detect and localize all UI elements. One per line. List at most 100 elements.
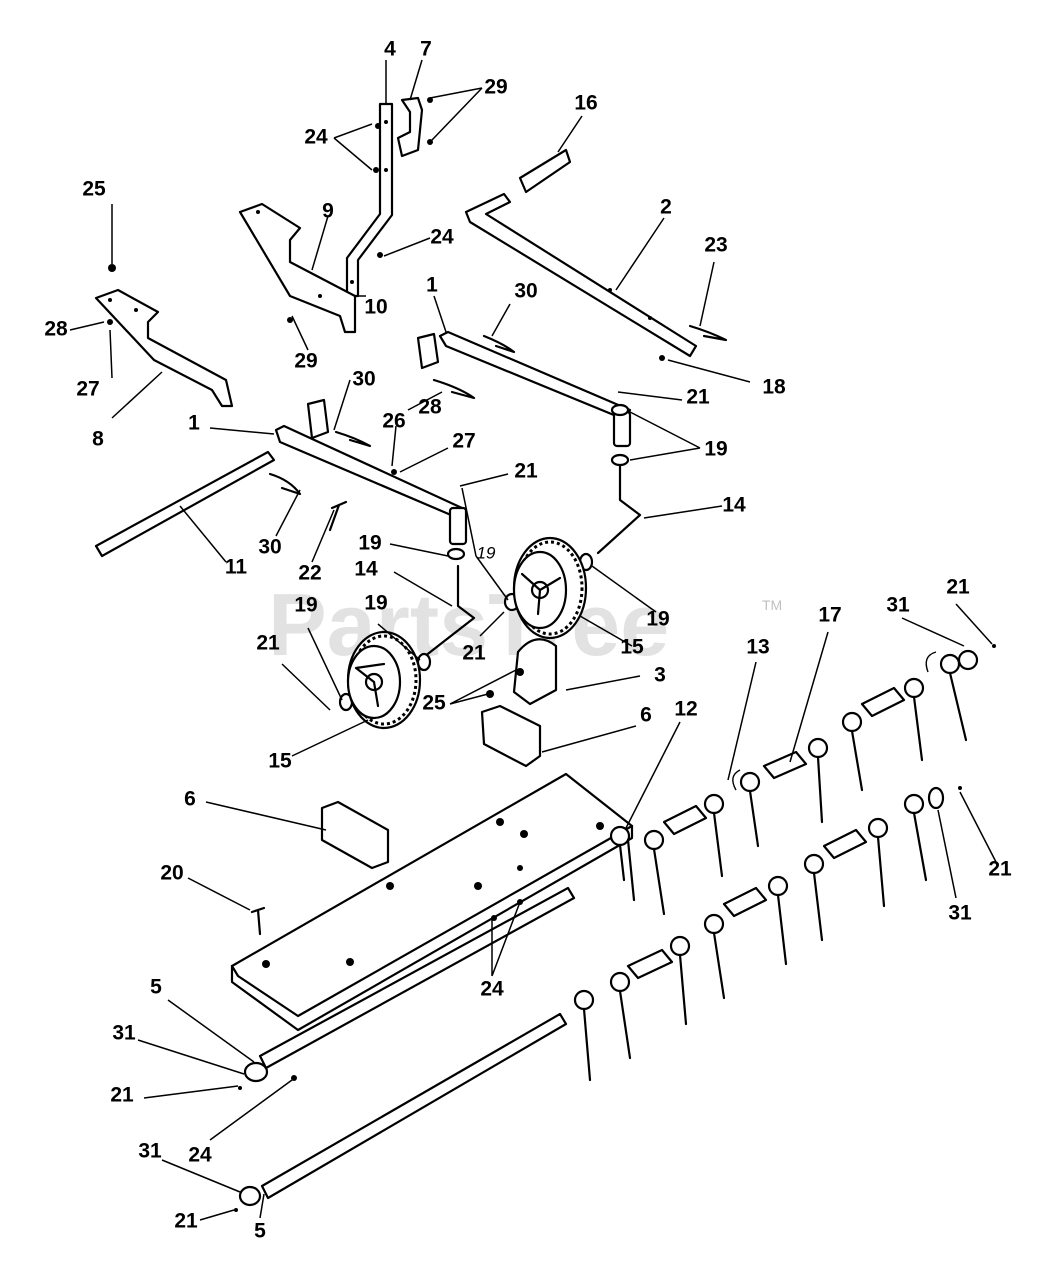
- callout-22: 22: [298, 562, 321, 585]
- callout-20: 20: [160, 862, 183, 885]
- callout-21: 21: [686, 386, 710, 409]
- callout-26: 26: [382, 410, 405, 433]
- callout-21: 21: [514, 460, 538, 483]
- part-7-latch: [396, 96, 424, 158]
- callout-29: 29: [294, 350, 317, 373]
- tine-group: [767, 875, 789, 966]
- part-5-tine-bar-lower: [238, 1012, 568, 1207]
- tine-group: [927, 786, 945, 810]
- part-2-handle-bar: [464, 192, 698, 358]
- part-11-rod: [94, 450, 276, 558]
- callout-27: 27: [452, 430, 475, 453]
- spring-tines-upper-row: [609, 649, 979, 916]
- callout-25: 25: [422, 692, 446, 715]
- part-6-plate-upper: [480, 704, 542, 768]
- callout-13: 13: [746, 636, 769, 659]
- callout-19: 19: [704, 438, 727, 461]
- part-5-tine-bar-upper: [243, 886, 576, 1083]
- callout-19: 19: [358, 532, 381, 555]
- part-1-axle-arm-left: [274, 424, 476, 662]
- part-16-grip: [518, 148, 572, 194]
- tine-group: [703, 913, 726, 1000]
- callout-18: 18: [762, 376, 786, 399]
- callout-2: 2: [660, 196, 672, 219]
- tine-group: [939, 653, 968, 742]
- callout-27: 27: [76, 378, 99, 401]
- callout-29: 29: [484, 76, 507, 99]
- callout-15: 15: [268, 750, 292, 773]
- callout-14: 14: [722, 494, 746, 517]
- callout-21: 21: [988, 858, 1012, 881]
- callout-12: 12: [674, 698, 697, 721]
- leader-lines: [69, 59, 997, 1221]
- callout-28: 28: [418, 396, 442, 419]
- callout-19: 19: [364, 592, 387, 615]
- callout-31: 31: [138, 1140, 162, 1163]
- bolt-20: [250, 906, 266, 936]
- watermark-text: PartsTree: [268, 575, 669, 674]
- tine-group: [903, 793, 928, 882]
- tine-group: [841, 711, 864, 792]
- tine-group: [957, 649, 979, 671]
- tine-group: [669, 935, 691, 1026]
- callout-7: 7: [420, 38, 432, 61]
- callout-15: 15: [620, 636, 644, 659]
- tine-clip: [762, 750, 808, 780]
- tine-group: [803, 853, 825, 942]
- bolt-22: [328, 500, 348, 532]
- callout-5: 5: [150, 976, 162, 999]
- callout-31: 31: [886, 594, 910, 617]
- callout-23: 23: [704, 234, 727, 257]
- pivot-brackets: [306, 332, 440, 440]
- wheel-right: [512, 536, 588, 640]
- tine-group: [573, 989, 595, 1082]
- callout-24: 24: [304, 126, 328, 149]
- callout-8: 8: [92, 428, 104, 451]
- callout-6: 6: [184, 788, 196, 811]
- callout-14: 14: [354, 558, 378, 581]
- callout-24: 24: [480, 978, 504, 1001]
- wheel-left: [346, 630, 422, 730]
- callout-30: 30: [258, 536, 281, 559]
- callout-19: 19: [646, 608, 669, 631]
- tine-clip: [722, 886, 768, 918]
- callout-17: 17: [818, 604, 841, 627]
- spring-tines-lower-row: [573, 786, 945, 1082]
- callout-31: 31: [112, 1022, 136, 1045]
- callout-1: 1: [426, 274, 438, 297]
- part-4-handle-bracket: [345, 102, 394, 298]
- callout-labels: 4 7 29 16 24 25 9 24 2 23 28 10 1 30 27 …: [44, 38, 1012, 1243]
- part-9-bracket: [238, 202, 357, 334]
- tine-group: [903, 677, 925, 762]
- callout-21: 21: [174, 1210, 198, 1233]
- hitch-pins: [268, 324, 728, 496]
- callout-21: 21: [110, 1084, 134, 1107]
- tine-group: [643, 829, 666, 916]
- callout-30: 30: [514, 280, 537, 303]
- callout-28: 28: [44, 318, 68, 341]
- callout-24: 24: [430, 226, 454, 249]
- part-3-hitch-bracket: [512, 638, 558, 706]
- callout-3: 3: [654, 664, 666, 687]
- callout-1: 1: [188, 412, 200, 435]
- tine-clip: [860, 686, 906, 718]
- part-6-plate-lower: [320, 800, 390, 870]
- callout-19: 19: [477, 543, 496, 562]
- callout-21: 21: [256, 632, 280, 655]
- callout-31: 31: [948, 902, 972, 925]
- callout-19: 19: [294, 594, 317, 617]
- callout-11: 11: [225, 556, 248, 579]
- tine-group: [739, 771, 761, 848]
- callout-10: 10: [364, 296, 387, 319]
- callout-16: 16: [574, 92, 597, 115]
- callout-21: 21: [946, 576, 970, 599]
- part-8-bracket: [94, 288, 234, 408]
- callout-4: 4: [384, 38, 396, 61]
- tine-group: [609, 971, 632, 1060]
- tine-group: [703, 793, 725, 878]
- callout-30: 30: [352, 368, 375, 391]
- tine-group: [867, 817, 889, 908]
- watermark-trademark: TM: [762, 597, 782, 613]
- callout-6: 6: [640, 704, 652, 727]
